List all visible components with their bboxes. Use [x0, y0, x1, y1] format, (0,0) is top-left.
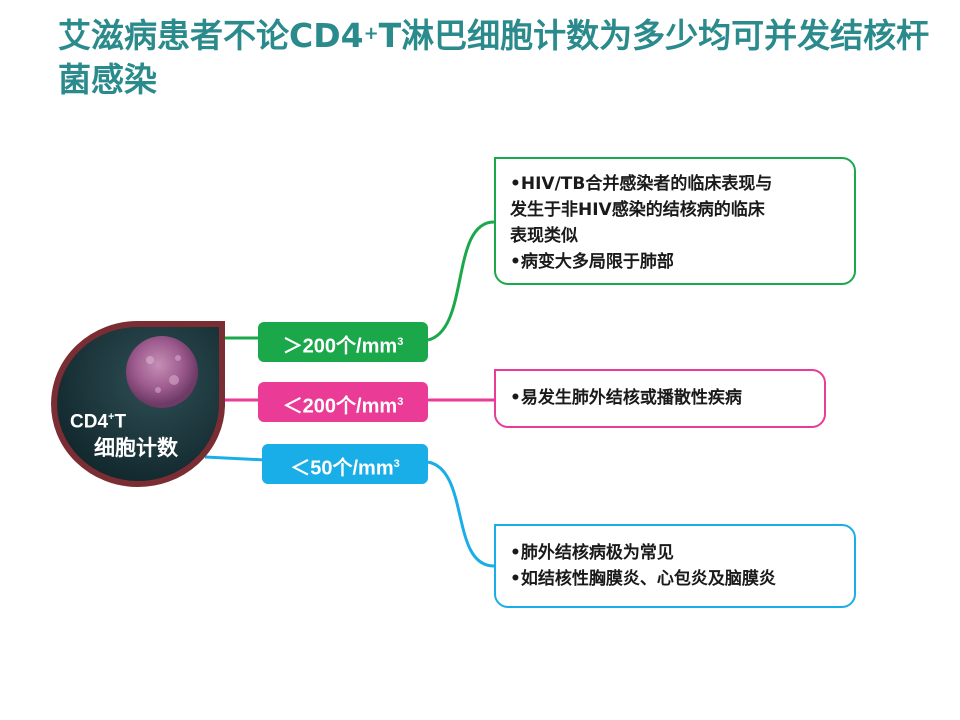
cell-image: [126, 336, 198, 408]
threshold-below-50: ＜50个/mm3: [262, 444, 428, 484]
slide-title: 艾滋病患者不论CD4+T淋巴细胞计数为多少均可并发结核杆菌感染: [58, 16, 930, 99]
connector-blue: [427, 460, 495, 568]
note-line: •如结核性胸膜炎、心包炎及脑膜炎: [510, 569, 776, 589]
note-line: •易发生肺外结核或播散性疾病: [510, 388, 742, 408]
connector-green: [427, 220, 495, 342]
note-line: •HIV/TB合并感染者的临床表现与: [510, 174, 773, 194]
connector-blue-stub: [204, 455, 267, 462]
cell-label: CD4+T 细胞计数: [70, 411, 178, 461]
note-line: •病变大多局限于肺部: [510, 252, 674, 272]
note-line: •肺外结核病极为常见: [510, 543, 674, 563]
note-box-below-200: •易发生肺外结核或播散性疾病: [494, 369, 826, 428]
cd4-cell-node: [50, 320, 230, 490]
note-line: 发生于非HIV感染的结核病的临床: [510, 200, 765, 220]
threshold-below-200: ＜200个/mm3: [258, 382, 428, 422]
note-box-below-50: •肺外结核病极为常见 •如结核性胸膜炎、心包炎及脑膜炎: [494, 524, 856, 608]
note-box-above-200: •HIV/TB合并感染者的临床表现与 发生于非HIV感染的结核病的临床 表现类似…: [494, 157, 856, 285]
note-line: 表现类似: [510, 226, 578, 246]
threshold-above-200: ＞200个/mm3: [258, 322, 428, 362]
